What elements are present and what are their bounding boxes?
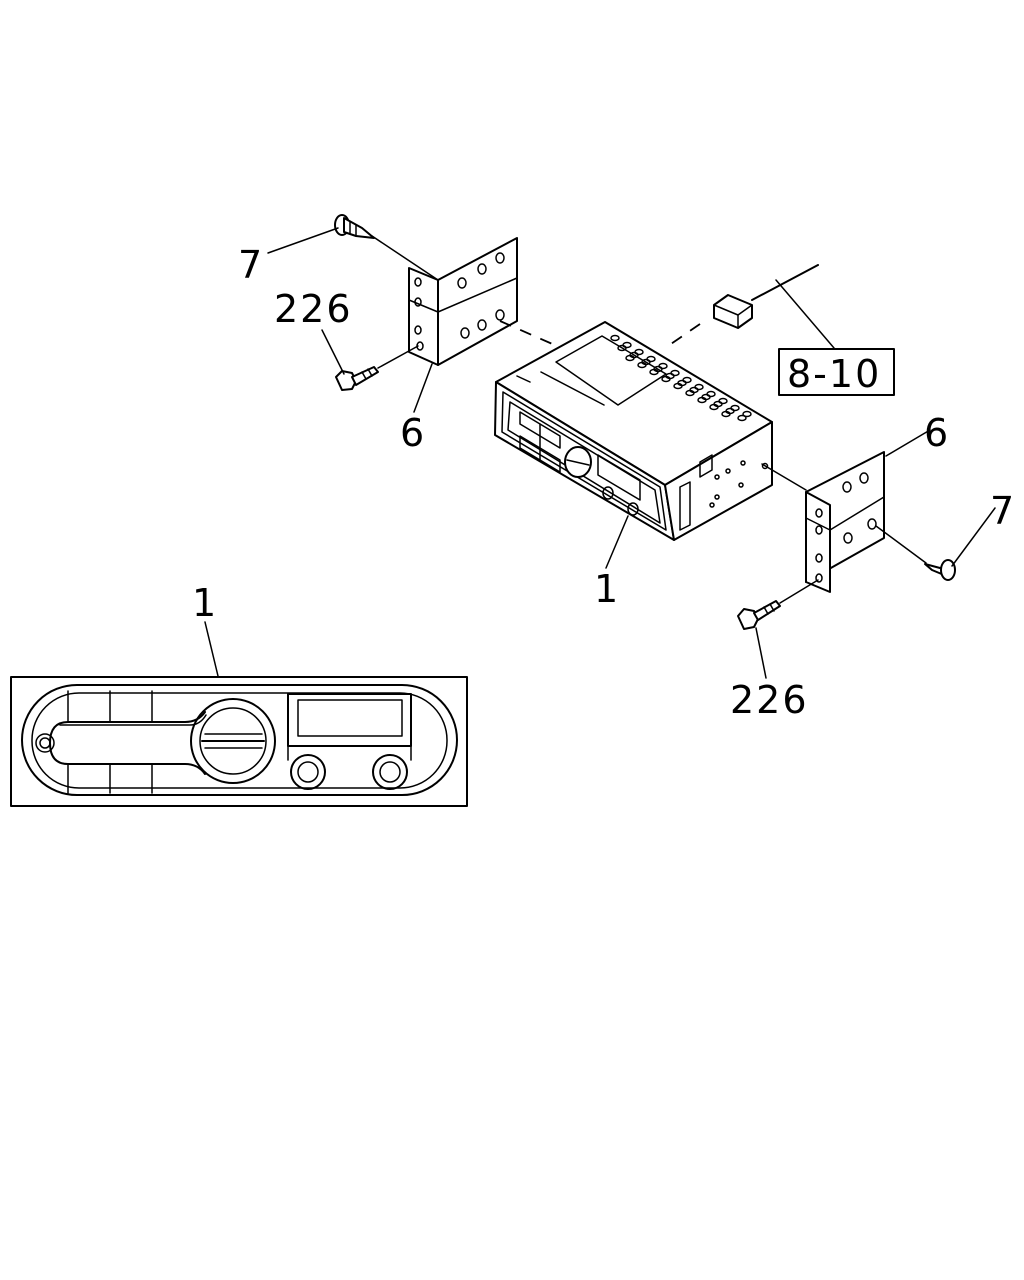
- label-bracket-left: 6: [400, 411, 426, 455]
- bolt-right: [737, 600, 781, 630]
- wire-connector: [713, 264, 819, 329]
- label-screw-top-left: 7: [238, 243, 264, 287]
- label-faceplate-detail: 1: [192, 581, 218, 625]
- ref-box-frame: [778, 348, 895, 396]
- faceplate-detail: [10, 676, 468, 807]
- label-ref-box: 8-10: [787, 352, 881, 396]
- label-radio-unit: 1: [594, 567, 620, 611]
- screw-right: [924, 559, 956, 581]
- label-screw-right: 7: [990, 489, 1016, 533]
- leader-lines: [204, 227, 996, 679]
- bolt-left: [335, 366, 379, 391]
- left-bracket: [408, 237, 518, 366]
- vent-holes: [610, 334, 752, 422]
- label-bolt-left: 226: [274, 287, 353, 331]
- radio-unit: [494, 321, 773, 541]
- label-bracket-right: 6: [924, 411, 950, 455]
- screw-top-left: [334, 214, 375, 239]
- label-bolt-right: 226: [730, 678, 809, 722]
- right-bracket: [805, 451, 885, 593]
